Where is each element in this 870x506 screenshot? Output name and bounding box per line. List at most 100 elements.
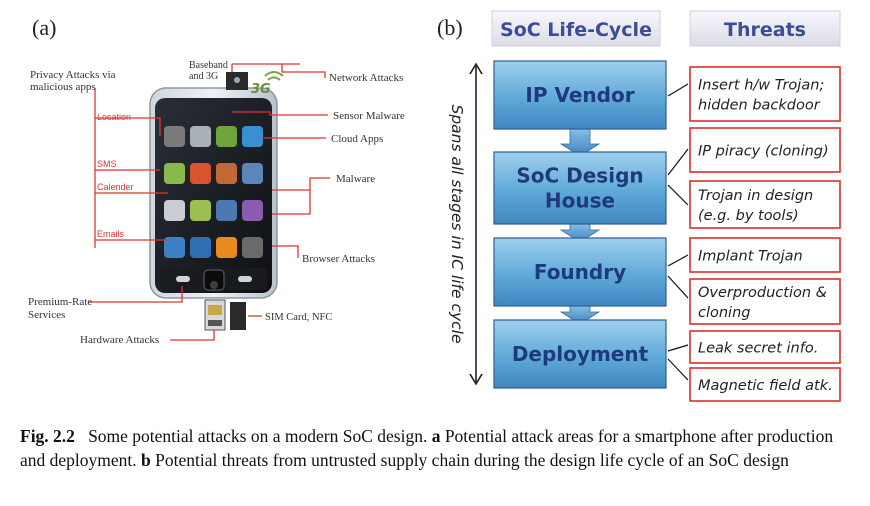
callout-sensor-malware: Sensor Malware bbox=[333, 110, 405, 122]
stage-box-bg bbox=[493, 60, 667, 130]
app-icon bbox=[164, 237, 185, 258]
threat-box-border bbox=[689, 330, 841, 364]
threat-label: (e.g. by tools) bbox=[698, 208, 799, 224]
threat-label: cloning bbox=[698, 305, 751, 321]
home-camera-icon bbox=[210, 281, 218, 289]
caption-fig-label: Fig. 2.2 bbox=[20, 426, 75, 446]
threat-boxes: Insert h/w Trojan; hidden backdoor IP pira… bbox=[689, 66, 841, 402]
header-threats: Threats bbox=[724, 19, 806, 41]
label-emails: Emails bbox=[97, 229, 125, 239]
threat-box: IP piracy (cloning) bbox=[689, 127, 841, 173]
stage-label: IP Vendor bbox=[525, 83, 634, 107]
callout-sim-card: SIM Card, NFC bbox=[265, 312, 332, 323]
callout-malware: Malware bbox=[336, 173, 375, 185]
caption-text-3: Potential threats from untrusted supply … bbox=[155, 450, 789, 470]
caption-a-label: a bbox=[431, 426, 441, 446]
app-icon bbox=[190, 237, 211, 258]
threat-label: Trojan in design bbox=[698, 188, 813, 204]
app-icon bbox=[190, 163, 211, 184]
threat-box: Overproduction & cloning bbox=[689, 278, 841, 325]
threat-label: Overproduction & bbox=[698, 285, 827, 301]
panel-a-label: (a) bbox=[32, 15, 56, 40]
app-icon bbox=[242, 237, 263, 258]
callout-hardware-attacks: Hardware Attacks bbox=[80, 334, 159, 346]
header-lifecycle: SoC Life-Cycle bbox=[500, 19, 652, 41]
home-button-icon bbox=[203, 269, 225, 291]
call-button-icon bbox=[176, 276, 190, 282]
threat-box-border bbox=[689, 237, 841, 273]
threat-label: Leak secret info. bbox=[698, 341, 818, 357]
header-lifecycle-box bbox=[491, 10, 661, 47]
threat-label: hidden backdoor bbox=[698, 98, 821, 114]
antenna-dot bbox=[234, 77, 240, 83]
threat-connectors bbox=[667, 83, 689, 381]
stage-box: IP Vendor bbox=[493, 60, 667, 130]
threat-box-border bbox=[689, 66, 841, 122]
app-icon bbox=[164, 163, 185, 184]
stage-box-bg bbox=[493, 237, 667, 307]
header-threats-box bbox=[689, 10, 841, 47]
sim-card-icon bbox=[204, 299, 246, 331]
figure-2-2: (a) 3G bbox=[28, 10, 841, 402]
callout-cloud-apps: Cloud Apps bbox=[331, 133, 383, 145]
app-icon bbox=[190, 126, 211, 147]
stage-label: House bbox=[545, 189, 615, 213]
side-span-text: Spans all stages in IC life cycle bbox=[448, 104, 466, 343]
callout-privacy: Privacy Attacks via malicious apps bbox=[30, 69, 118, 93]
stage-box: Foundry bbox=[493, 237, 667, 307]
stage-label: Foundry bbox=[534, 260, 626, 284]
callout-network-attacks: Network Attacks bbox=[329, 72, 403, 84]
label-calender: Calender bbox=[97, 182, 134, 192]
threat-label: Implant Trojan bbox=[698, 249, 803, 265]
threat-box: Magnetic field atk. bbox=[689, 367, 841, 402]
signal-icon bbox=[264, 71, 284, 81]
badge-3g: 3G bbox=[251, 82, 271, 97]
threat-label: Magnetic field atk. bbox=[698, 378, 833, 394]
stage-label: Deployment bbox=[512, 342, 649, 366]
app-icon bbox=[216, 163, 237, 184]
threat-box-border bbox=[689, 127, 841, 173]
threat-box: Implant Trojan bbox=[689, 237, 841, 273]
end-call-button-icon bbox=[238, 276, 252, 282]
app-icon bbox=[242, 200, 263, 221]
app-icon bbox=[164, 200, 185, 221]
callout-lines bbox=[88, 63, 330, 341]
caption-text-2: Potential attack areas for a smartphone … bbox=[20, 426, 834, 470]
threat-box-border bbox=[689, 180, 841, 229]
app-icon bbox=[242, 126, 263, 147]
lifecycle-span-arrow bbox=[469, 62, 483, 386]
app-icon bbox=[216, 126, 237, 147]
panel-b-label: (b) bbox=[437, 15, 463, 40]
label-sms: SMS bbox=[97, 159, 117, 169]
threat-box: Insert h/w Trojan; hidden backdoor bbox=[689, 66, 841, 122]
app-icon bbox=[164, 126, 185, 147]
caption-b-label: b bbox=[141, 450, 151, 470]
stage-arrows bbox=[559, 126, 601, 325]
threat-label: Insert h/w Trojan; bbox=[698, 78, 824, 94]
callout-premium-rate: Premium-Rate Services bbox=[28, 296, 95, 321]
stage-box: Deployment bbox=[493, 319, 667, 389]
app-icon bbox=[216, 237, 237, 258]
figure-caption: Fig. 2.2 Some potential attacks on a mod… bbox=[20, 424, 858, 472]
threat-box: Trojan in design (e.g. by tools) bbox=[689, 180, 841, 229]
threat-box-border bbox=[689, 278, 841, 325]
stage-box-bg bbox=[493, 151, 667, 225]
app-icon-grid bbox=[164, 126, 263, 258]
caption-text-1: Some potential attacks on a modern SoC d… bbox=[88, 426, 428, 446]
smartphone-illustration: 3G bbox=[149, 71, 284, 331]
app-icon bbox=[242, 163, 263, 184]
panel-a: (a) 3G bbox=[28, 15, 405, 346]
callout-baseband: Baseband and 3G bbox=[189, 60, 230, 82]
panel-b: (b) SoC Life-Cycle Threats Spans all sta… bbox=[437, 10, 841, 402]
stage-label: SoC Design bbox=[516, 164, 643, 188]
stage-down-arrow bbox=[559, 126, 601, 157]
threat-box-border bbox=[689, 367, 841, 402]
callout-browser-attacks: Browser Attacks bbox=[302, 253, 375, 265]
label-location: Location bbox=[97, 112, 131, 122]
threat-box: Leak secret info. bbox=[689, 330, 841, 364]
threat-label: IP piracy (cloning) bbox=[698, 144, 829, 160]
app-icon bbox=[190, 200, 211, 221]
stage-box-bg bbox=[493, 319, 667, 389]
